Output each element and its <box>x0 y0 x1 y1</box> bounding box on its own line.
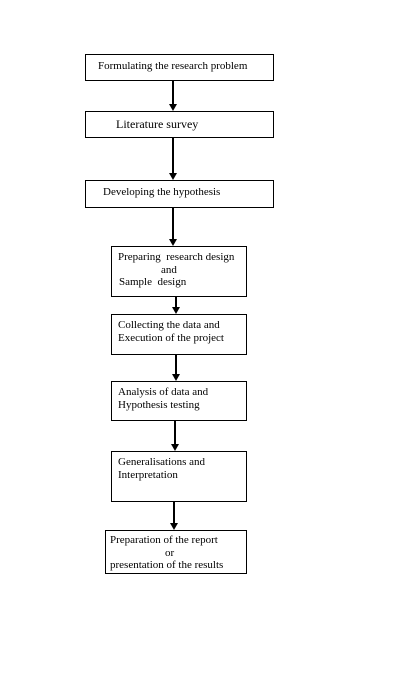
step-text: Developing the hypothesis <box>103 186 221 198</box>
arrowhead-6-7 <box>171 444 179 451</box>
arrowhead-4-5 <box>172 307 180 314</box>
arrowhead-3-4 <box>169 239 177 246</box>
step-text: Sample design <box>119 276 187 288</box>
step-literature-survey: Literature survey <box>85 111 274 138</box>
step-text: Collecting the data and <box>118 319 220 331</box>
step-text: Literature survey <box>116 117 199 131</box>
arrowhead-5-6 <box>172 374 180 381</box>
step-preparation-of-report: Preparation of the report or presentatio… <box>105 530 247 574</box>
step-developing-hypothesis: Developing the hypothesis <box>85 180 274 208</box>
step-text: Analysis of data and <box>118 386 209 398</box>
step-text: Execution of the project <box>118 331 224 344</box>
step-text: Formulating the research problem <box>98 60 248 72</box>
step-text: Generalisations and <box>118 456 206 468</box>
step-analysis-hypothesis-testing: Analysis of data and Hypothesis testing <box>111 381 247 421</box>
step-text: Interpretation <box>118 468 178 481</box>
arrowhead-7-8 <box>170 523 178 530</box>
step-collecting-data: Collecting the data and Execution of the… <box>111 314 247 355</box>
step-text: or <box>165 546 175 559</box>
step-formulating-research-problem: Formulating the research problem <box>85 54 274 81</box>
step-text: Preparation of the report <box>110 534 218 546</box>
step-text: Preparing research design <box>118 251 235 263</box>
step-text: and <box>161 263 177 276</box>
arrowhead-1-2 <box>169 104 177 111</box>
step-text: presentation of the results <box>110 559 224 571</box>
step-text: Hypothesis testing <box>118 398 200 411</box>
arrowhead-2-3 <box>169 173 177 180</box>
step-generalisations-interpretation: Generalisations and Interpretation <box>111 451 247 502</box>
step-research-and-sample-design: Preparing research design and Sample des… <box>111 246 247 297</box>
